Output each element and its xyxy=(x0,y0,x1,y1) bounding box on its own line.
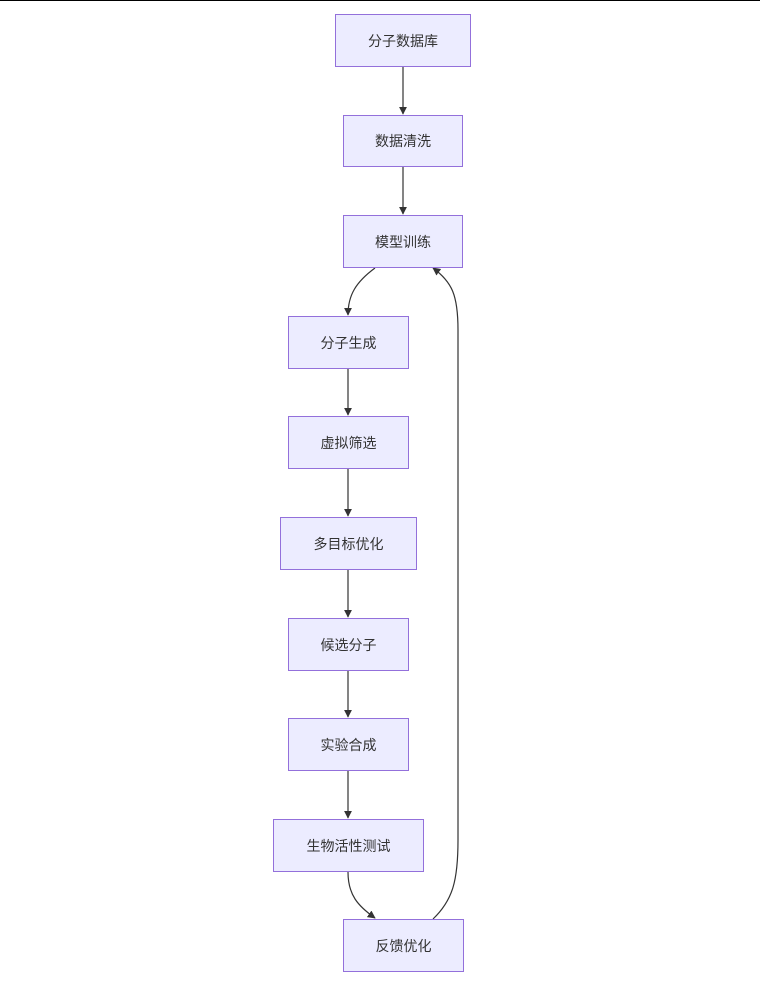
edge-bio-test-to-feedback-opt xyxy=(347,871,376,919)
node-data-clean[interactable]: 数据清洗 xyxy=(343,115,463,167)
node-bio-test[interactable]: 生物活性测试 xyxy=(273,819,424,872)
edge-model-train-to-mol-gen xyxy=(344,267,376,316)
node-synthesis[interactable]: 实验合成 xyxy=(288,718,409,771)
node-candidates[interactable]: 候选分子 xyxy=(288,618,409,671)
node-multi-opt[interactable]: 多目标优化 xyxy=(280,517,417,570)
node-virtual-screen[interactable]: 虚拟筛选 xyxy=(288,416,409,469)
node-model-train[interactable]: 模型训练 xyxy=(343,215,463,268)
edge-feedback-opt-to-model-train xyxy=(432,267,459,920)
top-border-line xyxy=(0,0,760,1)
node-mol-gen[interactable]: 分子生成 xyxy=(288,316,409,369)
node-feedback-opt[interactable]: 反馈优化 xyxy=(343,919,464,972)
node-mol-db[interactable]: 分子数据库 xyxy=(335,14,471,67)
